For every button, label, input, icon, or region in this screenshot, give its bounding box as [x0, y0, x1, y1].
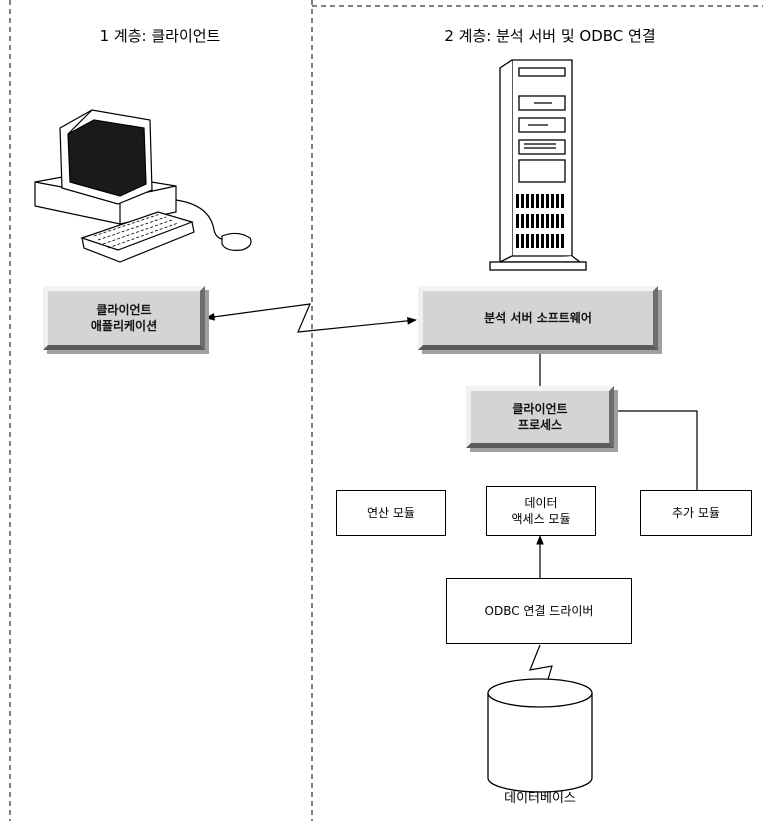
client-process-line2: 프로세스 [517, 418, 563, 432]
data-access-module-line2: 액세스 모듈 [511, 512, 571, 526]
tier2-heading: 2 계층: 분석 서버 및 ODBC 연결 [444, 27, 656, 45]
desktop-computer-icon [34, 109, 252, 263]
tower-server-icon [489, 59, 587, 271]
odbc-driver-label: ODBC 연결 드라이버 [484, 604, 594, 618]
client-process-line1: 클라이언트 [512, 402, 568, 416]
compute-module-box: 연산 모듈 [336, 490, 446, 536]
network-link-icon [205, 303, 417, 333]
database-cylinder-icon [487, 678, 593, 793]
tier-boundary [9, 0, 763, 821]
client-application-line1: 클라이언트 [96, 303, 152, 317]
extra-module-box: 추가 모듈 [640, 490, 752, 536]
client-application-box: 클라이언트 애플리케이션 [43, 286, 205, 350]
compute-module-label: 연산 모듈 [367, 506, 415, 520]
analysis-server-software-box: 분석 서버 소프트웨어 [418, 286, 658, 350]
data-access-module-box: 데이터 액세스 모듈 [486, 486, 596, 536]
odbc-driver-box: ODBC 연결 드라이버 [446, 578, 632, 644]
data-access-module-line1: 데이터 [524, 496, 558, 510]
analysis-server-label: 분석 서버 소프트웨어 [484, 311, 592, 325]
tier1-heading: 1 계층: 클라이언트 [99, 27, 221, 45]
database-label: 데이터베이스 [504, 791, 576, 806]
client-process-box: 클라이언트 프로세스 [466, 386, 614, 448]
client-application-line2: 애플리케이션 [90, 319, 158, 333]
extra-module-label: 추가 모듈 [672, 506, 720, 520]
